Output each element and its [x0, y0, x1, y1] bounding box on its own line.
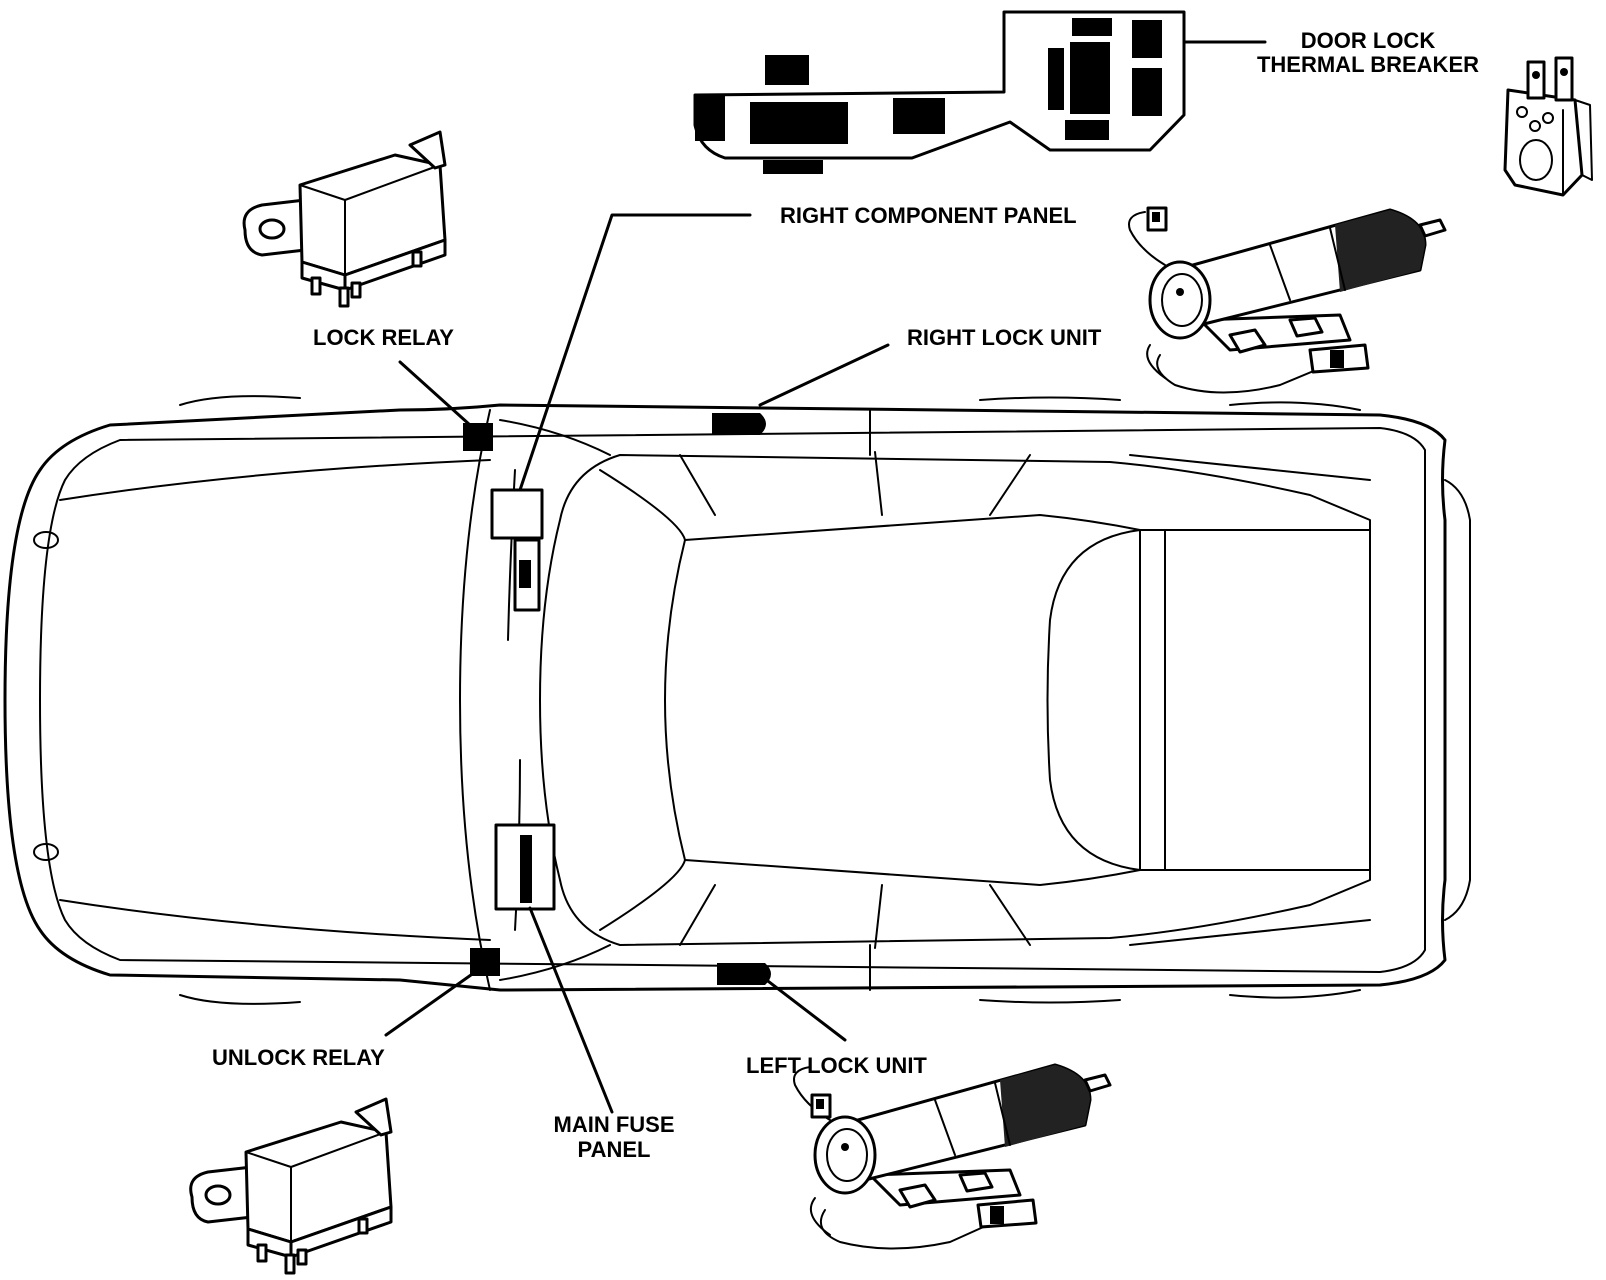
unlock-relay-leader: [384, 968, 480, 1037]
right-lock-unit-marker: [712, 413, 766, 435]
right-lock-unit-label: RIGHT LOCK UNIT: [907, 325, 1102, 350]
unlock-relay-label: UNLOCK RELAY: [212, 1045, 385, 1070]
main-fuse-panel-marker: [494, 823, 556, 911]
door-lock-label-line1: DOOR LOCK: [1301, 28, 1436, 53]
right-component-panel-marker: [490, 488, 544, 612]
component-panel-icon: [693, 10, 1186, 174]
main-fuse-panel-label-line1: MAIN FUSE: [554, 1112, 675, 1137]
left-lock-unit-label: LEFT LOCK UNIT: [746, 1053, 927, 1078]
right-component-panel-label: RIGHT COMPONENT PANEL: [780, 203, 1077, 228]
unlock-relay-icon: [189, 1097, 393, 1275]
main-fuse-panel-leader: [528, 906, 614, 1114]
car-top-view-icon: [3, 395, 1471, 1005]
lock-relay-icon: [242, 130, 447, 308]
thermal-breaker-icon: [1503, 56, 1593, 197]
lock-relay-label: LOCK RELAY: [313, 325, 454, 350]
main-fuse-panel-label-line2: PANEL: [578, 1137, 651, 1162]
right-lock-unit-leader: [758, 343, 890, 407]
right-lock-unit-motor-icon: [1128, 206, 1447, 394]
left-lock-unit-leader: [758, 973, 847, 1042]
door-lock-label-line2: THERMAL BREAKER: [1257, 52, 1479, 77]
lock-relay-leader: [398, 360, 472, 427]
right-component-panel-leader: [518, 213, 752, 492]
left-lock-unit-marker: [717, 963, 771, 985]
left-lock-unit-motor-icon: [793, 1063, 1112, 1250]
lock-relay-marker: [463, 423, 493, 451]
